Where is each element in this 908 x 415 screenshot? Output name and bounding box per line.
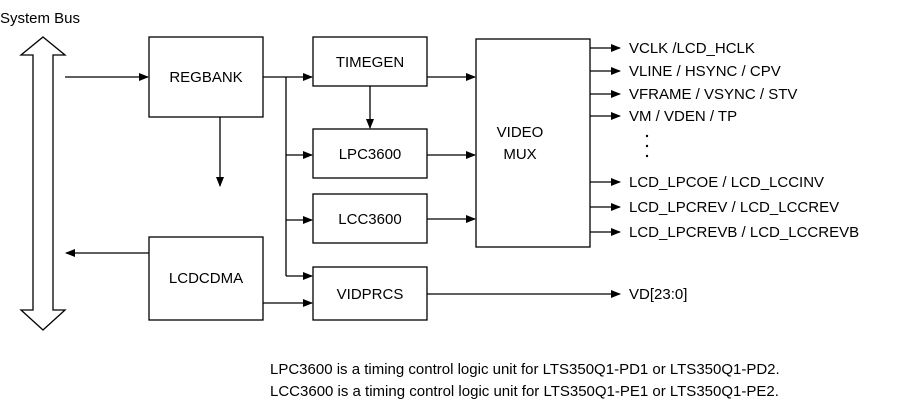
vidprcs-label: VIDPRCS (337, 286, 404, 303)
video-mux-label-line1: VIDEO (497, 124, 544, 141)
vidprcs-block (312, 266, 428, 321)
output-label-vd: VD[23:0] (629, 286, 687, 303)
video-mux-block (475, 38, 591, 248)
continuation-dots (645, 134, 649, 158)
regbank-label: REGBANK (169, 69, 242, 86)
lpc3600-block (312, 128, 428, 179)
timegen-label: TIMEGEN (336, 54, 404, 71)
note-lpc3600: LPC3600 is a timing control logic unit f… (270, 361, 780, 378)
video-mux-label-line2: MUX (503, 146, 536, 163)
output-label-lpcrev: LCD_LPCREV / LCD_LCCREV (629, 199, 839, 216)
output-label-lpcrevb: LCD_LPCREVB / LCD_LCCREVB (629, 224, 859, 241)
output-label-vclk: VCLK /LCD_HCLK (629, 40, 755, 57)
system-bus-label: System Bus (0, 10, 80, 27)
output-label-lpcoe: LCD_LPCOE / LCD_LCCINV (629, 174, 824, 191)
output-label-vm: VM / VDEN / TP (629, 108, 737, 125)
lcc3600-label: LCC3600 (338, 211, 401, 228)
lpc3600-label: LPC3600 (339, 146, 402, 163)
system-bus-arrow (19, 36, 67, 331)
timegen-block (312, 36, 428, 87)
lcdcdma-block (148, 236, 264, 321)
lcdcdma-label: LCDCDMA (169, 270, 243, 287)
output-label-vline: VLINE / HSYNC / CPV (629, 63, 781, 80)
note-lcc3600: LCC3600 is a timing control logic unit f… (270, 383, 779, 400)
connectors (65, 44, 621, 307)
regbank-block (148, 36, 264, 118)
output-label-vframe: VFRAME / VSYNC / STV (629, 86, 797, 103)
